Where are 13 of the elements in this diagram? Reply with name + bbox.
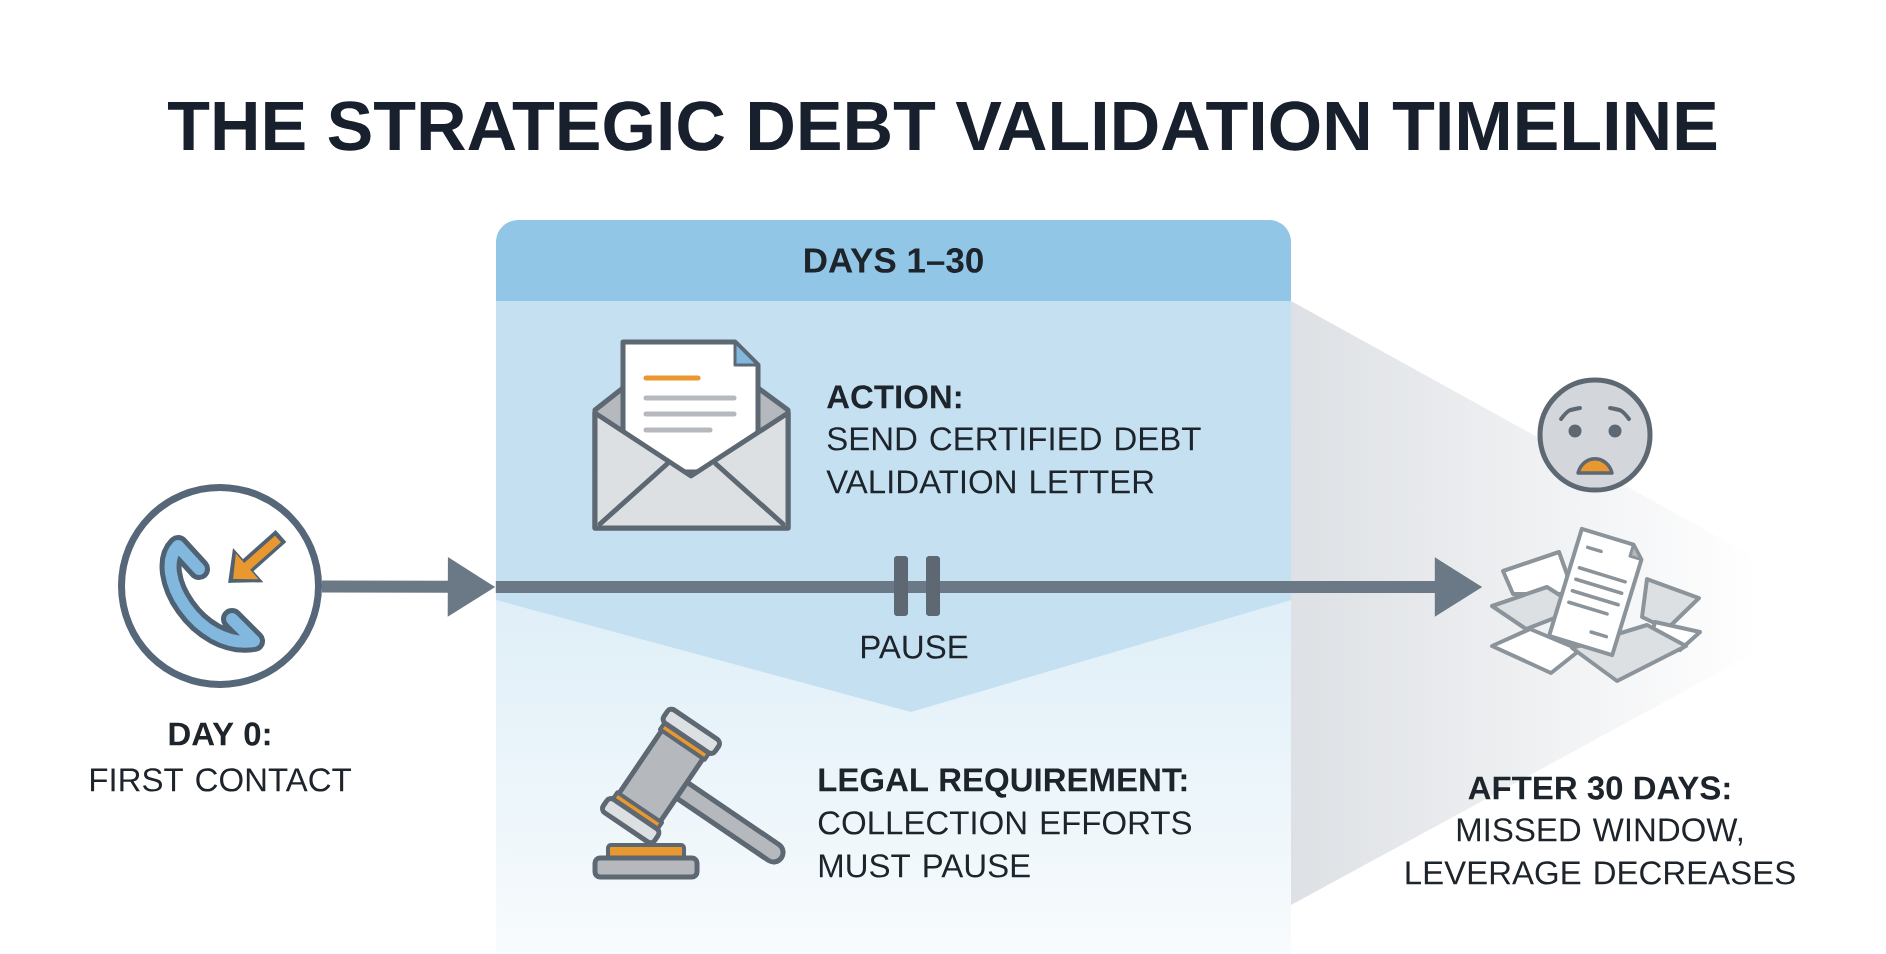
ring-circle [118, 484, 322, 688]
step-heading: DAY 0: [169, 722, 270, 746]
title: THE STRATEGIC DEBT VALIDATION TIMELINE [168, 101, 1717, 151]
section-heading: LEGAL REQUIREMENT: [819, 768, 1187, 798]
section-heading: ACTION: [827, 385, 961, 409]
step-description: FIRST CONTACT [91, 768, 351, 792]
node-label: DAYS 1–30 [805, 248, 983, 273]
pause-label: PAUSE [862, 635, 968, 659]
step-description: MISSED WINDOW, LEVERAGE DECREASES [1406, 818, 1795, 885]
step-heading: AFTER 30 DAYS: [1468, 776, 1730, 800]
section-text: COLLECTION EFFORTS MUST PAUSE [818, 811, 1191, 878]
section-text: SEND CERTIFIED DEBT VALIDATION LETTER [826, 427, 1201, 494]
paper-pile-icon [1490, 526, 1702, 683]
